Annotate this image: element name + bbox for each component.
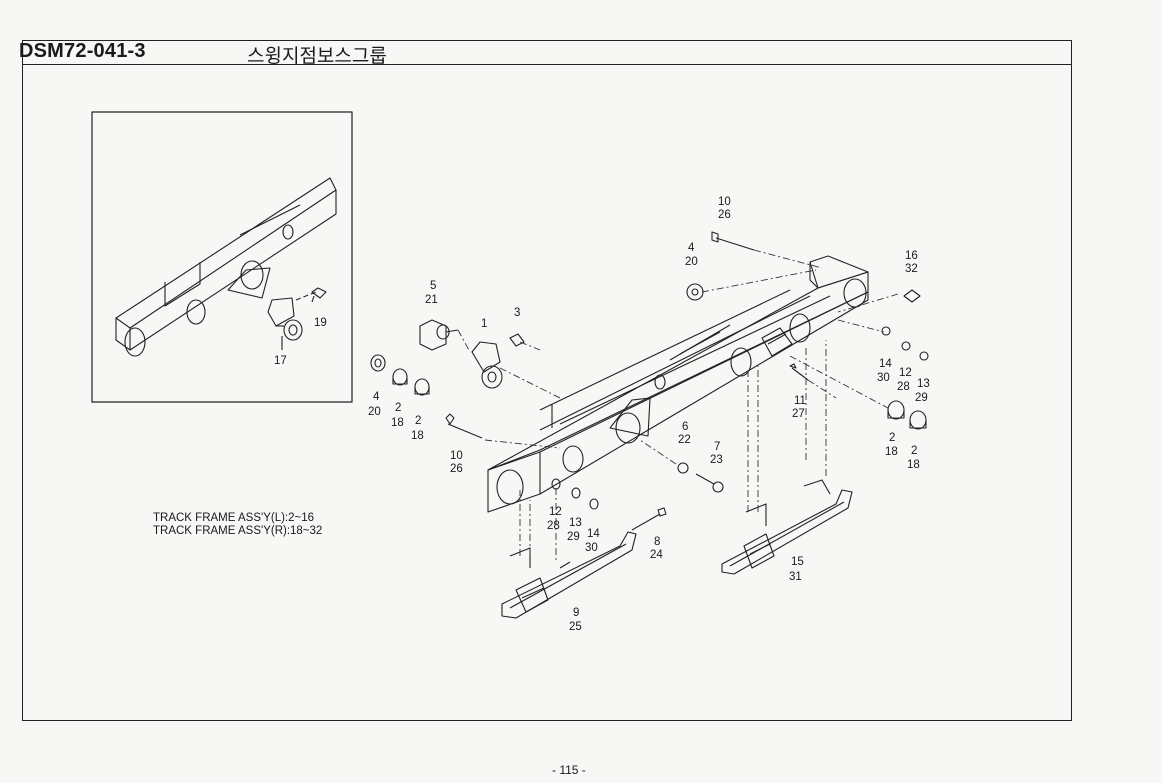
nuts-lower-left (551, 478, 599, 510)
group-title: 스윙지점보스그룹 (247, 45, 387, 67)
bushing-2-left-a (392, 368, 408, 386)
callout: 8 (654, 536, 660, 548)
title-bar: DSM72-041-3 스윙지점보스그룹 (19, 40, 1071, 67)
bolt-7 (695, 473, 724, 493)
track-guard-9 (501, 531, 637, 619)
bushing-2-right-a (887, 400, 905, 420)
bolt-11 (789, 363, 809, 381)
callout: 14 (879, 358, 892, 370)
bushing-4-top (686, 283, 704, 301)
callout: 13 (917, 378, 930, 390)
bushing-2-left-b (414, 378, 430, 396)
callout: 29 (915, 392, 928, 404)
callout: 26 (718, 209, 731, 221)
callout: 16 (905, 250, 918, 262)
callout: 10 (718, 196, 731, 208)
track-frame-body (487, 255, 869, 513)
inset-track-frame (115, 177, 337, 357)
callout: 2 (889, 432, 895, 444)
callout: 9 (573, 607, 579, 619)
callout: 12 (549, 506, 562, 518)
callout: 7 (714, 441, 720, 453)
callout: 20 (685, 256, 698, 268)
callout: 27 (792, 408, 805, 420)
callout: 23 (710, 454, 723, 466)
callout: 5 (430, 280, 436, 292)
callout: 6 (682, 421, 688, 433)
callout: 28 (547, 520, 560, 532)
callout: 26 (450, 463, 463, 475)
bushing-2-right-b (909, 410, 927, 430)
callout: 12 (899, 367, 912, 379)
catalog-code: DSM72-041-3 (19, 40, 146, 62)
bolt-8 (631, 507, 667, 531)
page-frame: DSM72-041-3 스윙지점보스그룹 (19, 40, 1072, 721)
note-right-assembly: TRACK FRAME ASS'Y(R):18~32 (153, 525, 322, 537)
callout: 2 (911, 445, 917, 457)
callout: 21 (425, 294, 438, 306)
callout: 11 (794, 395, 806, 407)
callout: 4 (688, 242, 695, 254)
callout: 29 (567, 531, 580, 543)
note-left-assembly: TRACK FRAME ASS'Y(L):2~16 (153, 512, 314, 524)
inset-boss-17 (267, 297, 303, 341)
callout: 4 (373, 391, 380, 403)
callout: 17 (274, 355, 287, 367)
track-guard-15 (721, 479, 853, 575)
callout: 2 (395, 402, 401, 414)
callout: 1 (481, 318, 487, 330)
callout: 28 (897, 381, 910, 393)
callout: 18 (411, 430, 424, 442)
callout: 25 (569, 621, 582, 633)
callout: 30 (585, 542, 598, 554)
bushing-4-left (370, 354, 386, 372)
callout: 20 (368, 406, 381, 418)
callout: 18 (885, 446, 898, 458)
page-number: - 115 - (552, 763, 586, 777)
callout: 31 (789, 571, 802, 583)
callout: 18 (907, 459, 920, 471)
bolt-10-left (445, 413, 483, 439)
callout: 14 (587, 528, 600, 540)
callout: 24 (650, 549, 663, 561)
callout: 15 (791, 556, 804, 568)
callout: 19 (314, 317, 327, 329)
callout: 18 (391, 417, 404, 429)
fitting-16 (903, 289, 921, 303)
washer-6 (677, 462, 689, 474)
inset-fitting-19 (311, 287, 327, 303)
callout: 30 (877, 372, 890, 384)
fitting-3 (509, 333, 525, 347)
callout: 3 (514, 307, 520, 319)
callout: 32 (905, 263, 918, 275)
callout: 2 (415, 415, 421, 427)
washers-right (881, 326, 929, 361)
boss-1 (471, 341, 503, 389)
bracket-5 (419, 319, 459, 351)
callout: 22 (678, 434, 691, 446)
callout: 10 (450, 450, 463, 462)
bolt-10-top (711, 231, 755, 251)
callout: 13 (569, 517, 582, 529)
inset-detail-box (91, 111, 353, 403)
